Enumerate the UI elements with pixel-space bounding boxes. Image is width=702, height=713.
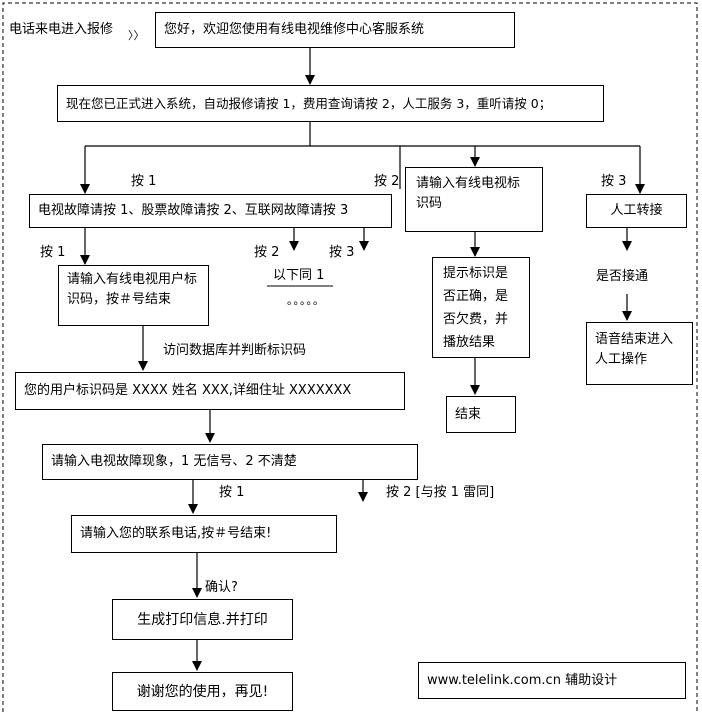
label-access-db: 访问数据库并判断标识码 [163, 343, 307, 358]
goodbye-node: 谢谢您的使用，再见! [112, 672, 293, 711]
label-same-below: 以下同 1 [273, 268, 325, 283]
label-press2-stock: 按 2 [254, 245, 280, 260]
end-text: 结束 [455, 406, 482, 422]
fault-phenomenon-node: 请输入电视故障现象，1 无信号、2 不清楚 [42, 444, 418, 480]
user-info-node: 您的用户标识码是 XXXX 姓名 XXX,详细住址 XXXXXXX [15, 372, 405, 410]
voice-end-text: 语音结束进入人工操作 [595, 332, 674, 367]
id-result-text: 提示标识是否正确，是否欠费，并播放结果 [443, 266, 509, 350]
print-info-node: 生成打印信息.并打印 [112, 599, 293, 640]
goodbye-text: 谢谢您的使用，再见! [136, 683, 269, 700]
end-node: 结束 [446, 396, 516, 433]
credit-text: www.telelink.com.cn 辅助设计 [427, 672, 618, 688]
label-press1-fault: 按 1 [131, 174, 157, 189]
label-press3-manual: 按 3 [601, 174, 627, 189]
chevron-right-icon: 〉〉 [128, 29, 145, 42]
manual-transfer-text: 人工转接 [610, 203, 663, 218]
credit-node: www.telelink.com.cn 辅助设计 [418, 662, 686, 699]
main-menu-node: 现在您已正式进入系统，自动报修请按 1，费用查询请按 2，人工服务 3，重听请按… [57, 85, 604, 122]
ellipsis-label: 。。。。。 [287, 294, 325, 307]
fault-menu-text: 电视故障请按 1、股票故障请按 2、互联网故障请按 3 [38, 203, 349, 218]
enter-phone-node: 请输入您的联系电话,按＃号结束! [71, 515, 337, 553]
enter-phone-text: 请输入您的联系电话,按＃号结束! [80, 526, 272, 541]
fault-phenomenon-text: 请输入电视故障现象，1 无信号、2 不清楚 [51, 454, 297, 469]
manual-transfer-node: 人工转接 [586, 194, 687, 228]
intro-label: 电话来电进入报修 [9, 22, 114, 37]
enter-id-text: 请输入有线电视标识码 [416, 176, 521, 211]
label-press1-signal: 按 1 [219, 485, 245, 500]
user-info-text: 您的用户标识码是 XXXX 姓名 XXX,详细住址 XXXXXXX [24, 383, 352, 398]
label-press3-net: 按 3 [329, 245, 355, 260]
label-press1-tv: 按 1 [40, 245, 66, 260]
enter-user-id-text: 请输入有线电视用户标识码，按＃号结束 [67, 272, 198, 307]
id-result-node: 提示标识是否正确，是否欠费，并播放结果 [432, 257, 530, 358]
main-menu-text: 现在您已正式进入系统，自动报修请按 1，费用查询请按 2，人工服务 3，重听请按… [66, 95, 552, 111]
label-connected-question: 是否接通 [596, 269, 649, 284]
welcome-text: 您好，欢迎您使用有线电视维修中心客服系统 [164, 22, 425, 37]
print-info-text: 生成打印信息.并打印 [137, 611, 268, 628]
enter-id-node: 请输入有线电视标识码 [405, 167, 543, 232]
welcome-node: 您好，欢迎您使用有线电视维修中心客服系统 [155, 12, 515, 48]
label-press2-unclear: 按 2 [与按 1 雷同] [386, 485, 495, 500]
label-confirm: 确认? [205, 580, 238, 595]
voice-end-node: 语音结束进入人工操作 [586, 322, 693, 385]
label-press2-fee: 按 2 [374, 174, 400, 189]
enter-user-id-node: 请输入有线电视用户标识码，按＃号结束 [58, 265, 209, 326]
fault-menu-node: 电视故障请按 1、股票故障请按 2、互联网故障请按 3 [29, 194, 392, 228]
